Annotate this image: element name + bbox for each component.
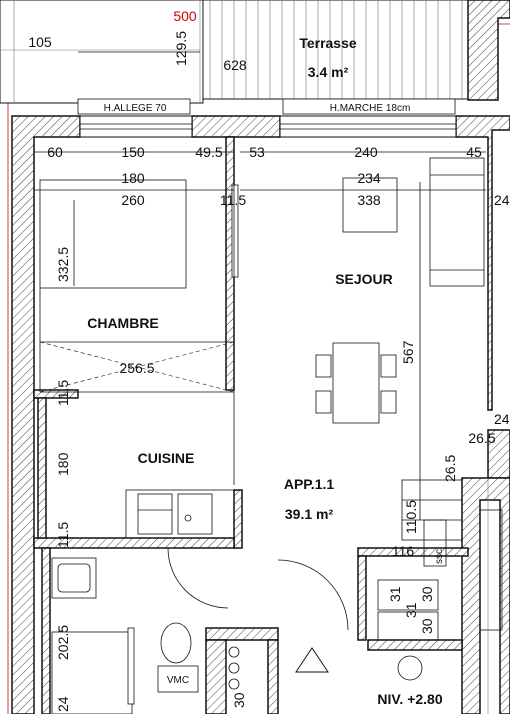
exterior-walls (11, 115, 510, 714)
dim-234: 234 (357, 170, 381, 186)
dim-105: 105 (28, 34, 52, 50)
marche-label: H.MARCHE 18cm (330, 103, 411, 114)
dim-256-5: 256.5 (119, 360, 154, 376)
terrace-label: Terrasse (299, 35, 357, 51)
shaft-and-stairs (228, 479, 463, 690)
dim-260: 260 (121, 192, 145, 208)
interior-walls (33, 136, 469, 714)
bedroom-furniture (39, 179, 239, 393)
dim-30-b: 30 (419, 618, 435, 634)
windows (77, 98, 457, 138)
room-chambre: CHAMBRE (87, 315, 159, 331)
dim-11-5-bottom: 11.5 (55, 522, 71, 548)
dim-180: 180 (121, 170, 145, 186)
dim-628: 628 (223, 57, 247, 73)
allege-label: H.ALLEGE 70 (104, 103, 167, 114)
dim-24-bottom: 24 (55, 696, 71, 712)
dim-31-a: 31 (387, 586, 403, 602)
dim-110-5: 110.5 (403, 500, 419, 534)
dim-11-5-mid: 11.5 (55, 380, 71, 406)
dim-240: 240 (354, 144, 378, 160)
terrace-area: 3.4 m² (308, 64, 349, 80)
dim-49-5: 49.5 (195, 144, 222, 160)
dim-567: 567 (400, 340, 416, 364)
room-cuisine: CUISINE (138, 450, 195, 466)
dim-60: 60 (47, 144, 63, 160)
dim-31-b: 31 (403, 602, 419, 618)
dim-24-mid: 24 (494, 411, 510, 427)
dim-11-5-top: 11.5 (220, 192, 246, 208)
dim-26-5-a: 26.5 (468, 430, 495, 446)
dim-129-5: 129.5 (173, 31, 189, 66)
dim-116: 116 (392, 543, 415, 559)
vmc-label: VMC (167, 675, 189, 686)
dim-53: 53 (249, 144, 265, 160)
dim-30-a: 30 (419, 586, 435, 602)
kitchen-counter (125, 489, 235, 539)
terrace (0, 0, 510, 104)
room-sejour: SEJOUR (335, 271, 393, 287)
dim-150: 150 (121, 144, 145, 160)
dim-30-c: 30 (231, 692, 247, 708)
living-furniture (233, 137, 485, 485)
dim-24-top: 24 (494, 192, 510, 208)
dim-338: 338 (357, 192, 381, 208)
right-structure (479, 480, 503, 714)
dim-45: 45 (466, 144, 482, 160)
dim-202-5: 202.5 (55, 625, 71, 660)
bathroom-fixtures (51, 547, 349, 714)
dim-500: 500 (173, 8, 197, 24)
apartment-id: APP.1.1 (284, 476, 335, 492)
level-label: NIV. +2.80 (377, 691, 442, 707)
dim-26-5-b: 26.5 (442, 455, 458, 482)
dim-180-vertical: 180 (55, 452, 71, 476)
dimension-lines (34, 51, 486, 520)
dim-332-5: 332.5 (55, 247, 71, 282)
ssc-label: ssc (434, 549, 445, 564)
apartment-area: 39.1 m² (285, 506, 334, 522)
